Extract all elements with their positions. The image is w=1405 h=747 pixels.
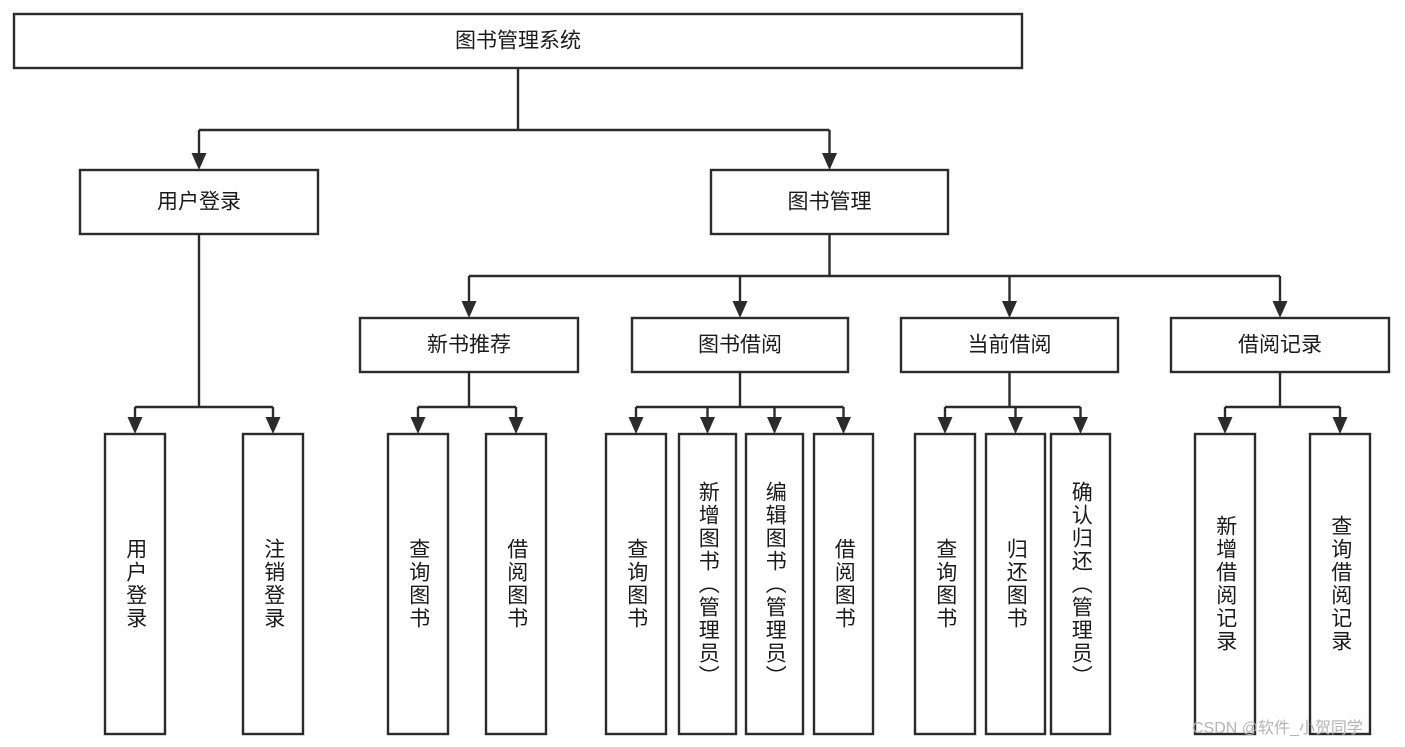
node-box-l1-book[interactable] xyxy=(709,168,950,236)
arrow-head-leaf-b-edit xyxy=(767,417,782,434)
arrow-head-leaf-c-return xyxy=(1008,417,1023,434)
node-box-l2-current[interactable] xyxy=(899,316,1120,374)
arrow-head-l2-new xyxy=(461,301,477,318)
node-label-l1-book: 图书管理 xyxy=(788,191,872,214)
arrow-head-leaf-user-logout xyxy=(265,417,281,434)
node-label-l2-borrow: 图书借阅 xyxy=(698,334,782,357)
node-box-leaf-r-query[interactable] xyxy=(1308,432,1372,736)
arrow-head-leaf-new-borrow xyxy=(508,417,524,434)
arrow-head-leaf-r-add xyxy=(1217,417,1233,434)
node-box-l2-borrow[interactable] xyxy=(630,316,850,374)
edge-layer xyxy=(127,68,1348,434)
node-box-l2-new[interactable] xyxy=(358,316,580,374)
arrow-head-l1-book xyxy=(822,153,837,170)
arrow-head-leaf-c-query xyxy=(937,417,953,434)
arrow-head-leaf-user-login xyxy=(127,417,143,434)
node-box-leaf-c-query[interactable] xyxy=(913,432,977,736)
node-box-leaf-user-login[interactable] xyxy=(103,432,167,736)
arrow-head-l2-current xyxy=(1002,301,1017,318)
node-label-l2-new: 新书推荐 xyxy=(427,334,511,357)
arrow-head-l2-record xyxy=(1272,301,1288,318)
node-box-leaf-r-add[interactable] xyxy=(1193,432,1257,736)
node-box-leaf-new-borrow[interactable] xyxy=(484,432,548,736)
node-label-l2-current: 当前借阅 xyxy=(968,334,1052,357)
arrow-head-leaf-c-confirm xyxy=(1073,417,1088,434)
node-label-root: 图书管理系统 xyxy=(455,30,581,53)
arrow-head-l2-borrow xyxy=(732,301,748,318)
arrow-head-leaf-new-query xyxy=(410,417,426,434)
arrow-head-leaf-b-lend xyxy=(836,417,851,434)
node-box-leaf-b-query[interactable] xyxy=(604,432,668,736)
node-box-leaf-user-logout[interactable] xyxy=(241,432,305,736)
node-label-l1-user: 用户登录 xyxy=(157,191,241,214)
arrow-head-leaf-r-query xyxy=(1332,417,1348,434)
arrow-head-leaf-b-query xyxy=(628,417,644,434)
node-box-leaf-b-lend[interactable] xyxy=(812,432,875,736)
node-box-leaf-new-query[interactable] xyxy=(386,432,450,736)
node-box-l1-user[interactable] xyxy=(78,168,320,236)
node-box-leaf-c-return[interactable] xyxy=(984,432,1047,736)
node-box-l2-record[interactable] xyxy=(1169,316,1391,374)
node-box-leaf-b-edit[interactable] xyxy=(744,432,805,736)
node-box-root[interactable] xyxy=(12,12,1024,70)
node-box-leaf-c-confirm[interactable] xyxy=(1049,432,1112,736)
node-label-l2-record: 借阅记录 xyxy=(1238,334,1322,357)
arrow-head-l1-user xyxy=(191,153,207,170)
arrow-head-leaf-b-add xyxy=(700,417,715,434)
node-box-leaf-b-add[interactable] xyxy=(677,432,738,736)
